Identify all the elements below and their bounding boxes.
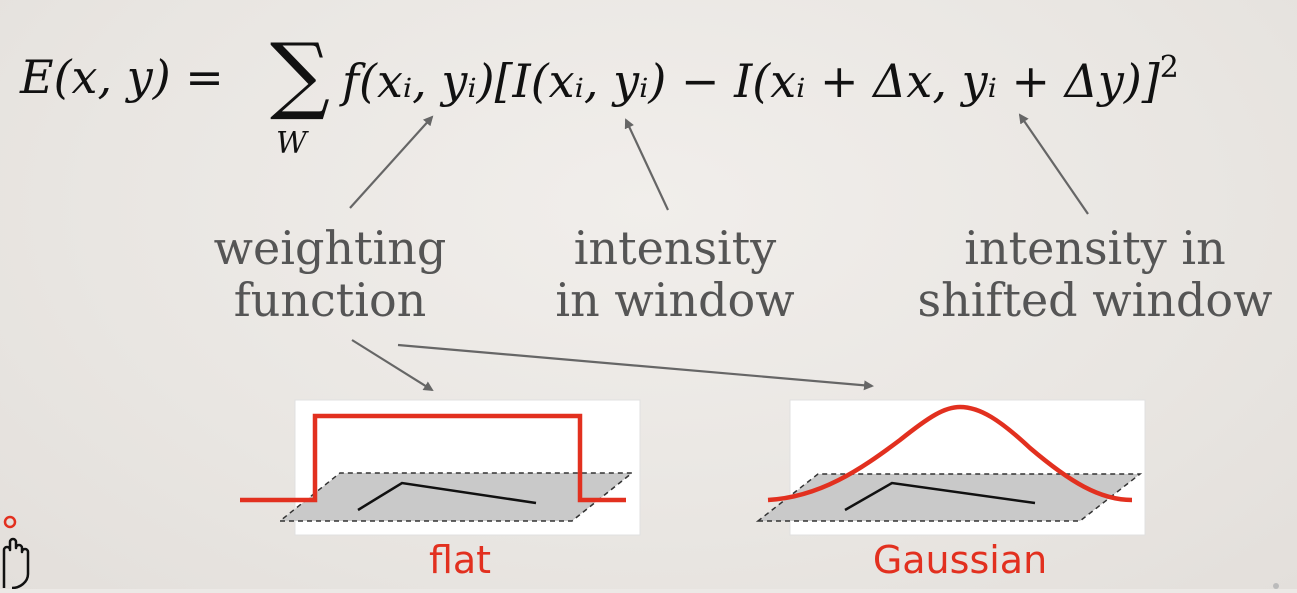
arrow-weighting-to-formula [349,115,434,209]
weighting-function-label: weighting function [205,222,455,326]
arrow-function-to-gaussian [397,343,874,391]
flat-image-patch-line [357,481,537,512]
shifted-label-line1: intensity in [964,221,1226,275]
shifted-window-label: intensity in shifted window [900,222,1290,326]
arrow-function-to-flat [351,339,434,392]
hand-glyph [2,515,30,590]
pointing-hand-icon[interactable] [0,512,40,590]
gaussian-image-patch-line [844,481,1036,512]
formula-exponent: 2 [1159,50,1179,85]
gaussian-ground-plane [755,473,1143,522]
flat-caption: flat [428,538,492,582]
flat-window-plot [240,399,641,536]
page-marker-dot [1273,583,1279,589]
formula-rhs: f(xᵢ, yᵢ)[I(xᵢ, yᵢ) − I(xᵢ + Δx, yᵢ + Δy… [342,50,1179,108]
weighting-label-line2: function [233,273,427,327]
flat-ground-plane [277,472,635,522]
energy-formula: E(x, y) = ∑ W f(xᵢ, yᵢ)[I(xᵢ, yᵢ) − I(xᵢ… [20,25,1280,161]
arrow-intensity-to-formula [624,118,669,211]
formula-sum-symbol: ∑ [270,25,330,123]
intensity-window-label: intensity in window [535,222,815,326]
gaussian-caption: Gaussian [872,538,1048,582]
weighting-label-line1: weighting [213,221,447,275]
intensity-label-line2: in window [555,273,795,327]
shifted-label-line2: shifted window [917,273,1273,327]
gaussian-window-plot [755,399,1146,536]
intensity-label-line1: intensity [573,221,777,275]
gaussian-window-curve [767,404,1133,503]
formula-sum-subscript: W [276,126,307,161]
formula-lhs: E(x, y) = [20,50,224,104]
flat-window-curve [240,413,626,503]
arrow-shifted-to-formula [1018,113,1089,215]
formula-rhs-text: f(xᵢ, yᵢ)[I(xᵢ, yᵢ) − I(xᵢ + Δx, yᵢ + Δy… [342,54,1160,108]
